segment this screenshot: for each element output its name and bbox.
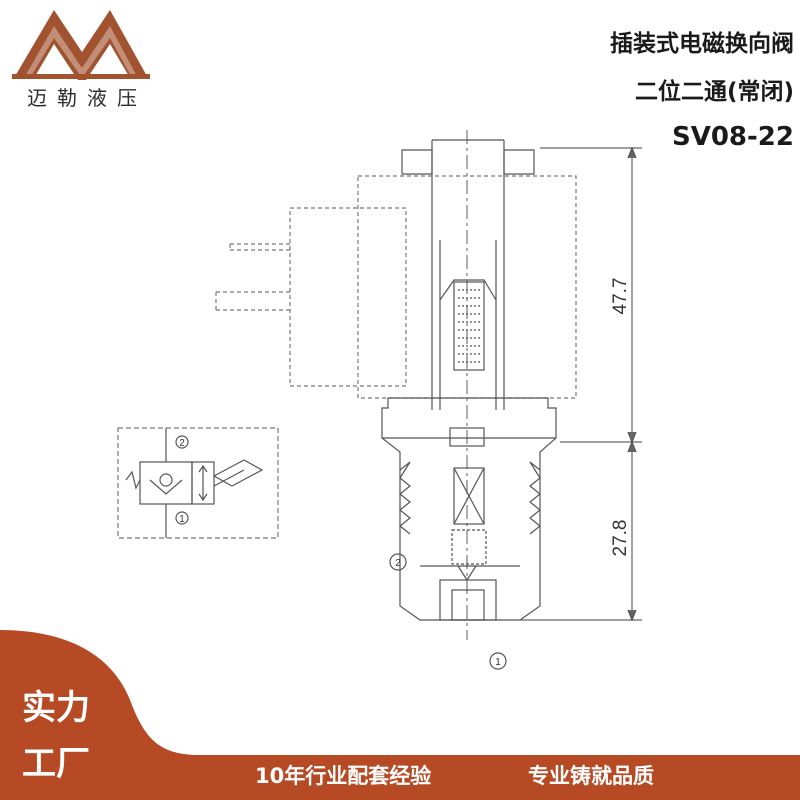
product-subtitle: 二位二通(常闭) xyxy=(634,79,794,105)
brand-logo: 迈勒液压 xyxy=(12,8,150,110)
footer-slogan-quality: 专业铸就品质 xyxy=(528,764,654,788)
port-2-label: 2 xyxy=(395,558,401,569)
port-2-circle xyxy=(389,553,407,571)
symbol-flow-block xyxy=(191,461,215,505)
dimension-lower-label: 27.8 xyxy=(610,520,631,557)
symbol-port-1-label: 1 xyxy=(179,514,185,525)
valve-body xyxy=(381,397,557,621)
symbol-port-2-label: 2 xyxy=(179,438,185,449)
footer-slogan-experience: 10年行业配套经验 xyxy=(255,764,432,788)
symbol-port-2-circle xyxy=(175,435,189,449)
brand-name: 迈勒液压 xyxy=(27,86,147,110)
dimension-upper-label: 47.7 xyxy=(610,278,631,315)
plunger-head xyxy=(449,427,485,447)
side-slogan-line1: 实力 xyxy=(22,688,90,728)
top-nut-left xyxy=(401,149,433,175)
logo-m-icon xyxy=(12,10,150,86)
side-slogan-line2: 工厂 xyxy=(22,744,90,784)
model-number: SV08-22 xyxy=(671,122,794,152)
hydraulic-symbol-frame xyxy=(117,427,279,539)
product-title: 插装式电磁换向阀 xyxy=(610,31,794,57)
coil-outline xyxy=(215,175,577,399)
symbol-port-1-circle xyxy=(175,511,189,525)
port-1-label: 1 xyxy=(495,657,501,668)
spring xyxy=(453,281,485,371)
symbol-check-block xyxy=(139,461,193,505)
solenoid-symbol xyxy=(212,459,264,487)
top-nut-right xyxy=(503,149,535,175)
